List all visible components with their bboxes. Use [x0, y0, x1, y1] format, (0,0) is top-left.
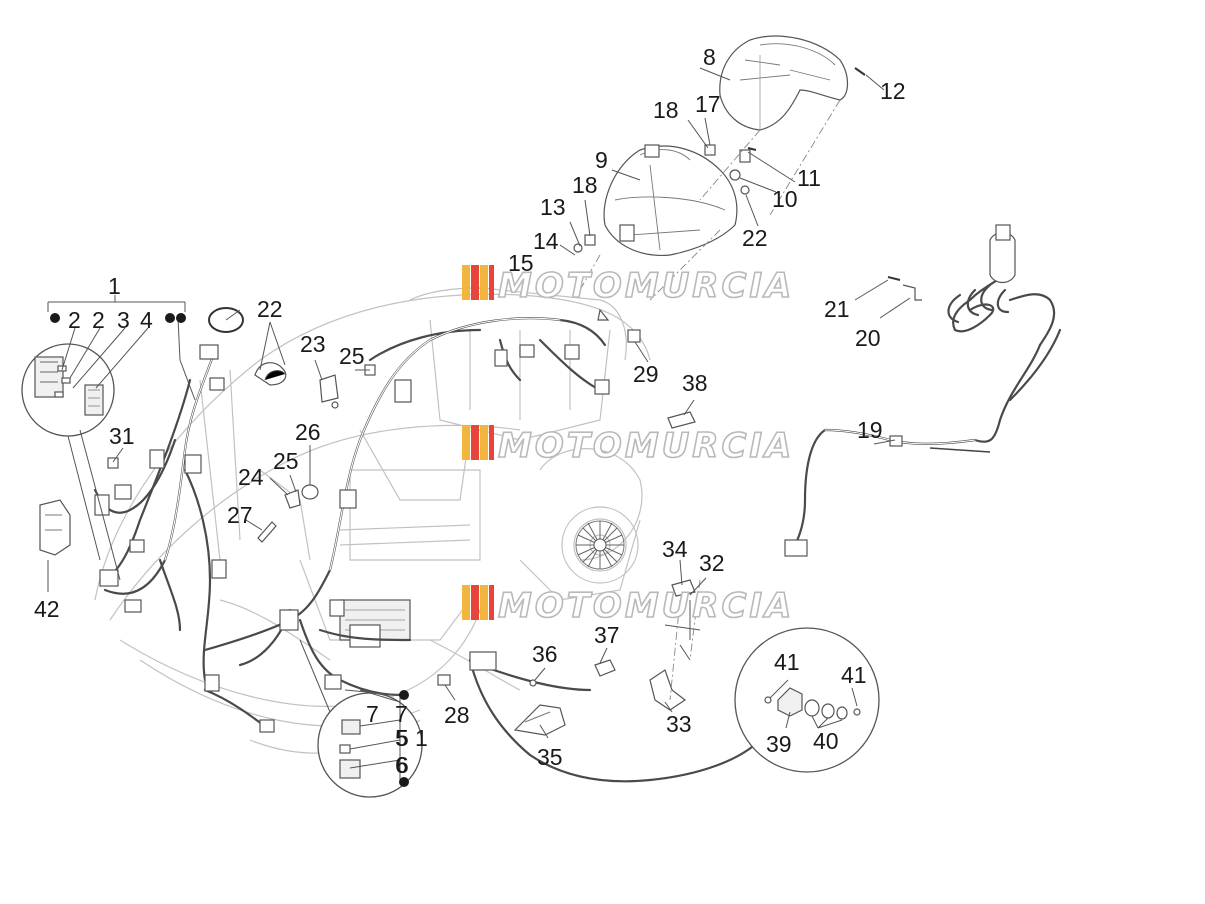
flywheel-detail — [575, 520, 625, 570]
part-label: 7 — [395, 701, 408, 727]
part-label: 19 — [857, 417, 883, 443]
part-label: 27 — [227, 502, 253, 528]
part-label: 34 — [662, 536, 688, 562]
clip-part-31 — [107, 457, 119, 469]
part-label: 14 — [533, 228, 559, 254]
part-number-labels: 1 2 2 3 4 5 6 7 8 9 10 11 12 13 14 15 17… — [34, 44, 906, 778]
leader-lines — [47, 67, 911, 780]
part-label: 2 — [68, 307, 81, 333]
part-label: 1 — [415, 725, 428, 751]
part-label: 37 — [594, 622, 620, 648]
part-label: 18 — [653, 97, 679, 123]
part-label: 33 — [666, 711, 692, 737]
part-label: 10 — [772, 186, 798, 212]
clamp-part-22-left — [208, 307, 287, 386]
part-label: 11 — [797, 165, 821, 191]
part-label: 4 — [140, 307, 153, 333]
small-parts-23-27 — [257, 364, 376, 543]
electronics-block — [339, 599, 411, 648]
main-wiring-harness — [93, 317, 610, 733]
bracket-part-20-21 — [887, 276, 922, 301]
part-label: 41 — [841, 662, 867, 688]
part-label: 21 — [824, 296, 850, 322]
watermark-2: MOTOMURCIA — [462, 425, 794, 467]
small-parts-28-29-38 — [437, 329, 696, 686]
part-label: 32 — [699, 550, 725, 576]
part-label: 6 — [395, 752, 408, 778]
part-label: 9 — [595, 147, 608, 173]
part-label: 17 — [695, 91, 721, 117]
watermark-1: MOTOMURCIA — [462, 265, 794, 307]
coiled-cable-part-19 — [784, 224, 1062, 557]
part-label: 3 — [117, 307, 130, 333]
cover-fasteners — [573, 67, 866, 321]
part-label: 23 — [300, 331, 326, 357]
front-cover-part-9 — [603, 144, 738, 257]
part-label: 22 — [742, 225, 768, 251]
reference-dots — [50, 313, 409, 787]
part-label: 25 — [339, 343, 365, 369]
part-label: 6 — [396, 752, 409, 778]
part-label: 13 — [540, 194, 566, 220]
part-label: 25 — [273, 448, 299, 474]
part-label: 35 — [537, 744, 563, 770]
part-label: 8 — [703, 44, 716, 70]
part-label: 12 — [880, 78, 906, 104]
reference-lines — [579, 99, 841, 701]
watermark-text: MOTOMURCIA — [498, 426, 794, 466]
part-label: 15 — [508, 250, 534, 276]
part-label: 22 — [257, 296, 283, 322]
part-label: 42 — [34, 596, 60, 622]
part-label: 36 — [532, 641, 558, 667]
part-label: 31 — [109, 423, 135, 449]
bracket-part-42 — [39, 499, 71, 556]
watermark-text: MOTOMURCIA — [498, 266, 794, 306]
part-label: 7 — [366, 701, 379, 727]
part-label: 20 — [855, 325, 881, 351]
part-label: 41 — [774, 649, 800, 675]
part-label: 28 — [444, 702, 470, 728]
part-label: 5 — [395, 725, 408, 751]
watermark-3: MOTOMURCIA — [462, 585, 794, 627]
part-label: 29 — [633, 361, 659, 387]
part-label: 5 — [396, 725, 409, 751]
part-label: 24 — [238, 464, 264, 490]
rear-harness-parts-32-37 — [468, 579, 762, 783]
part-label: 39 — [766, 731, 792, 757]
part-label: 38 — [682, 370, 708, 396]
part-label: 18 — [572, 172, 598, 198]
part-label: 1 — [108, 273, 121, 299]
watermark-text: MOTOMURCIA — [498, 586, 794, 626]
part-label: 40 — [813, 728, 839, 754]
fuse-box-detail-circle — [21, 343, 121, 581]
part-label: 26 — [295, 419, 321, 445]
part-label: 2 — [92, 307, 105, 333]
rear-cover-part-8 — [719, 35, 849, 131]
sensor-detail-circle — [734, 627, 880, 773]
